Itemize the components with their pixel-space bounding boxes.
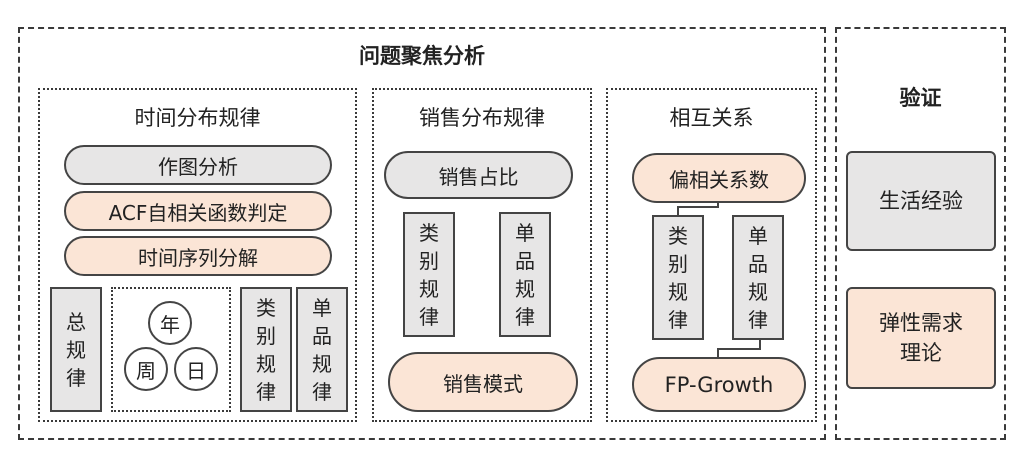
- sales-mode-box: 销售模式: [388, 352, 578, 412]
- day-circle: 日: [174, 347, 218, 391]
- relation-panel-title: 相互关系: [669, 106, 754, 130]
- sales-single-rule-box: 单品规律: [499, 212, 551, 337]
- relation-single-rule-box: 单品规律: [732, 215, 784, 340]
- verify-frame: [835, 27, 1006, 440]
- overall-rule-box: 总规律: [50, 287, 102, 412]
- fp-growth-box: FP-Growth: [632, 357, 806, 412]
- year-circle: 年: [148, 301, 192, 345]
- cycle-group: [111, 287, 231, 412]
- time-single-rule-box: 单品规律: [296, 287, 348, 412]
- analysis-frame: [18, 27, 826, 440]
- main-title: 问题聚焦分析: [359, 44, 485, 68]
- plot-analysis-box: 作图分析: [64, 145, 332, 185]
- time-panel: [38, 88, 357, 422]
- partial-corr-box: 偏相关系数: [632, 153, 806, 203]
- time-category-rule-box: 类别规律: [240, 287, 292, 412]
- sales-share-box: 销售占比: [384, 151, 573, 199]
- relation-category-rule-box: 类别规律: [652, 215, 704, 340]
- sales-panel-title: 销售分布规律: [419, 106, 545, 130]
- elasticity-theory-box: 弹性需求理论: [846, 287, 996, 389]
- acf-box: ACF自相关函数判定: [64, 191, 332, 231]
- verify-title: 验证: [899, 86, 942, 110]
- decompose-box: 时间序列分解: [64, 236, 332, 276]
- time-panel-title: 时间分布规律: [134, 106, 261, 130]
- sales-category-rule-box: 类别规律: [403, 212, 455, 337]
- relation-panel: [606, 88, 817, 422]
- week-circle: 周: [124, 347, 168, 391]
- sales-panel: [372, 88, 592, 422]
- life-experience-box: 生活经验: [846, 151, 996, 251]
